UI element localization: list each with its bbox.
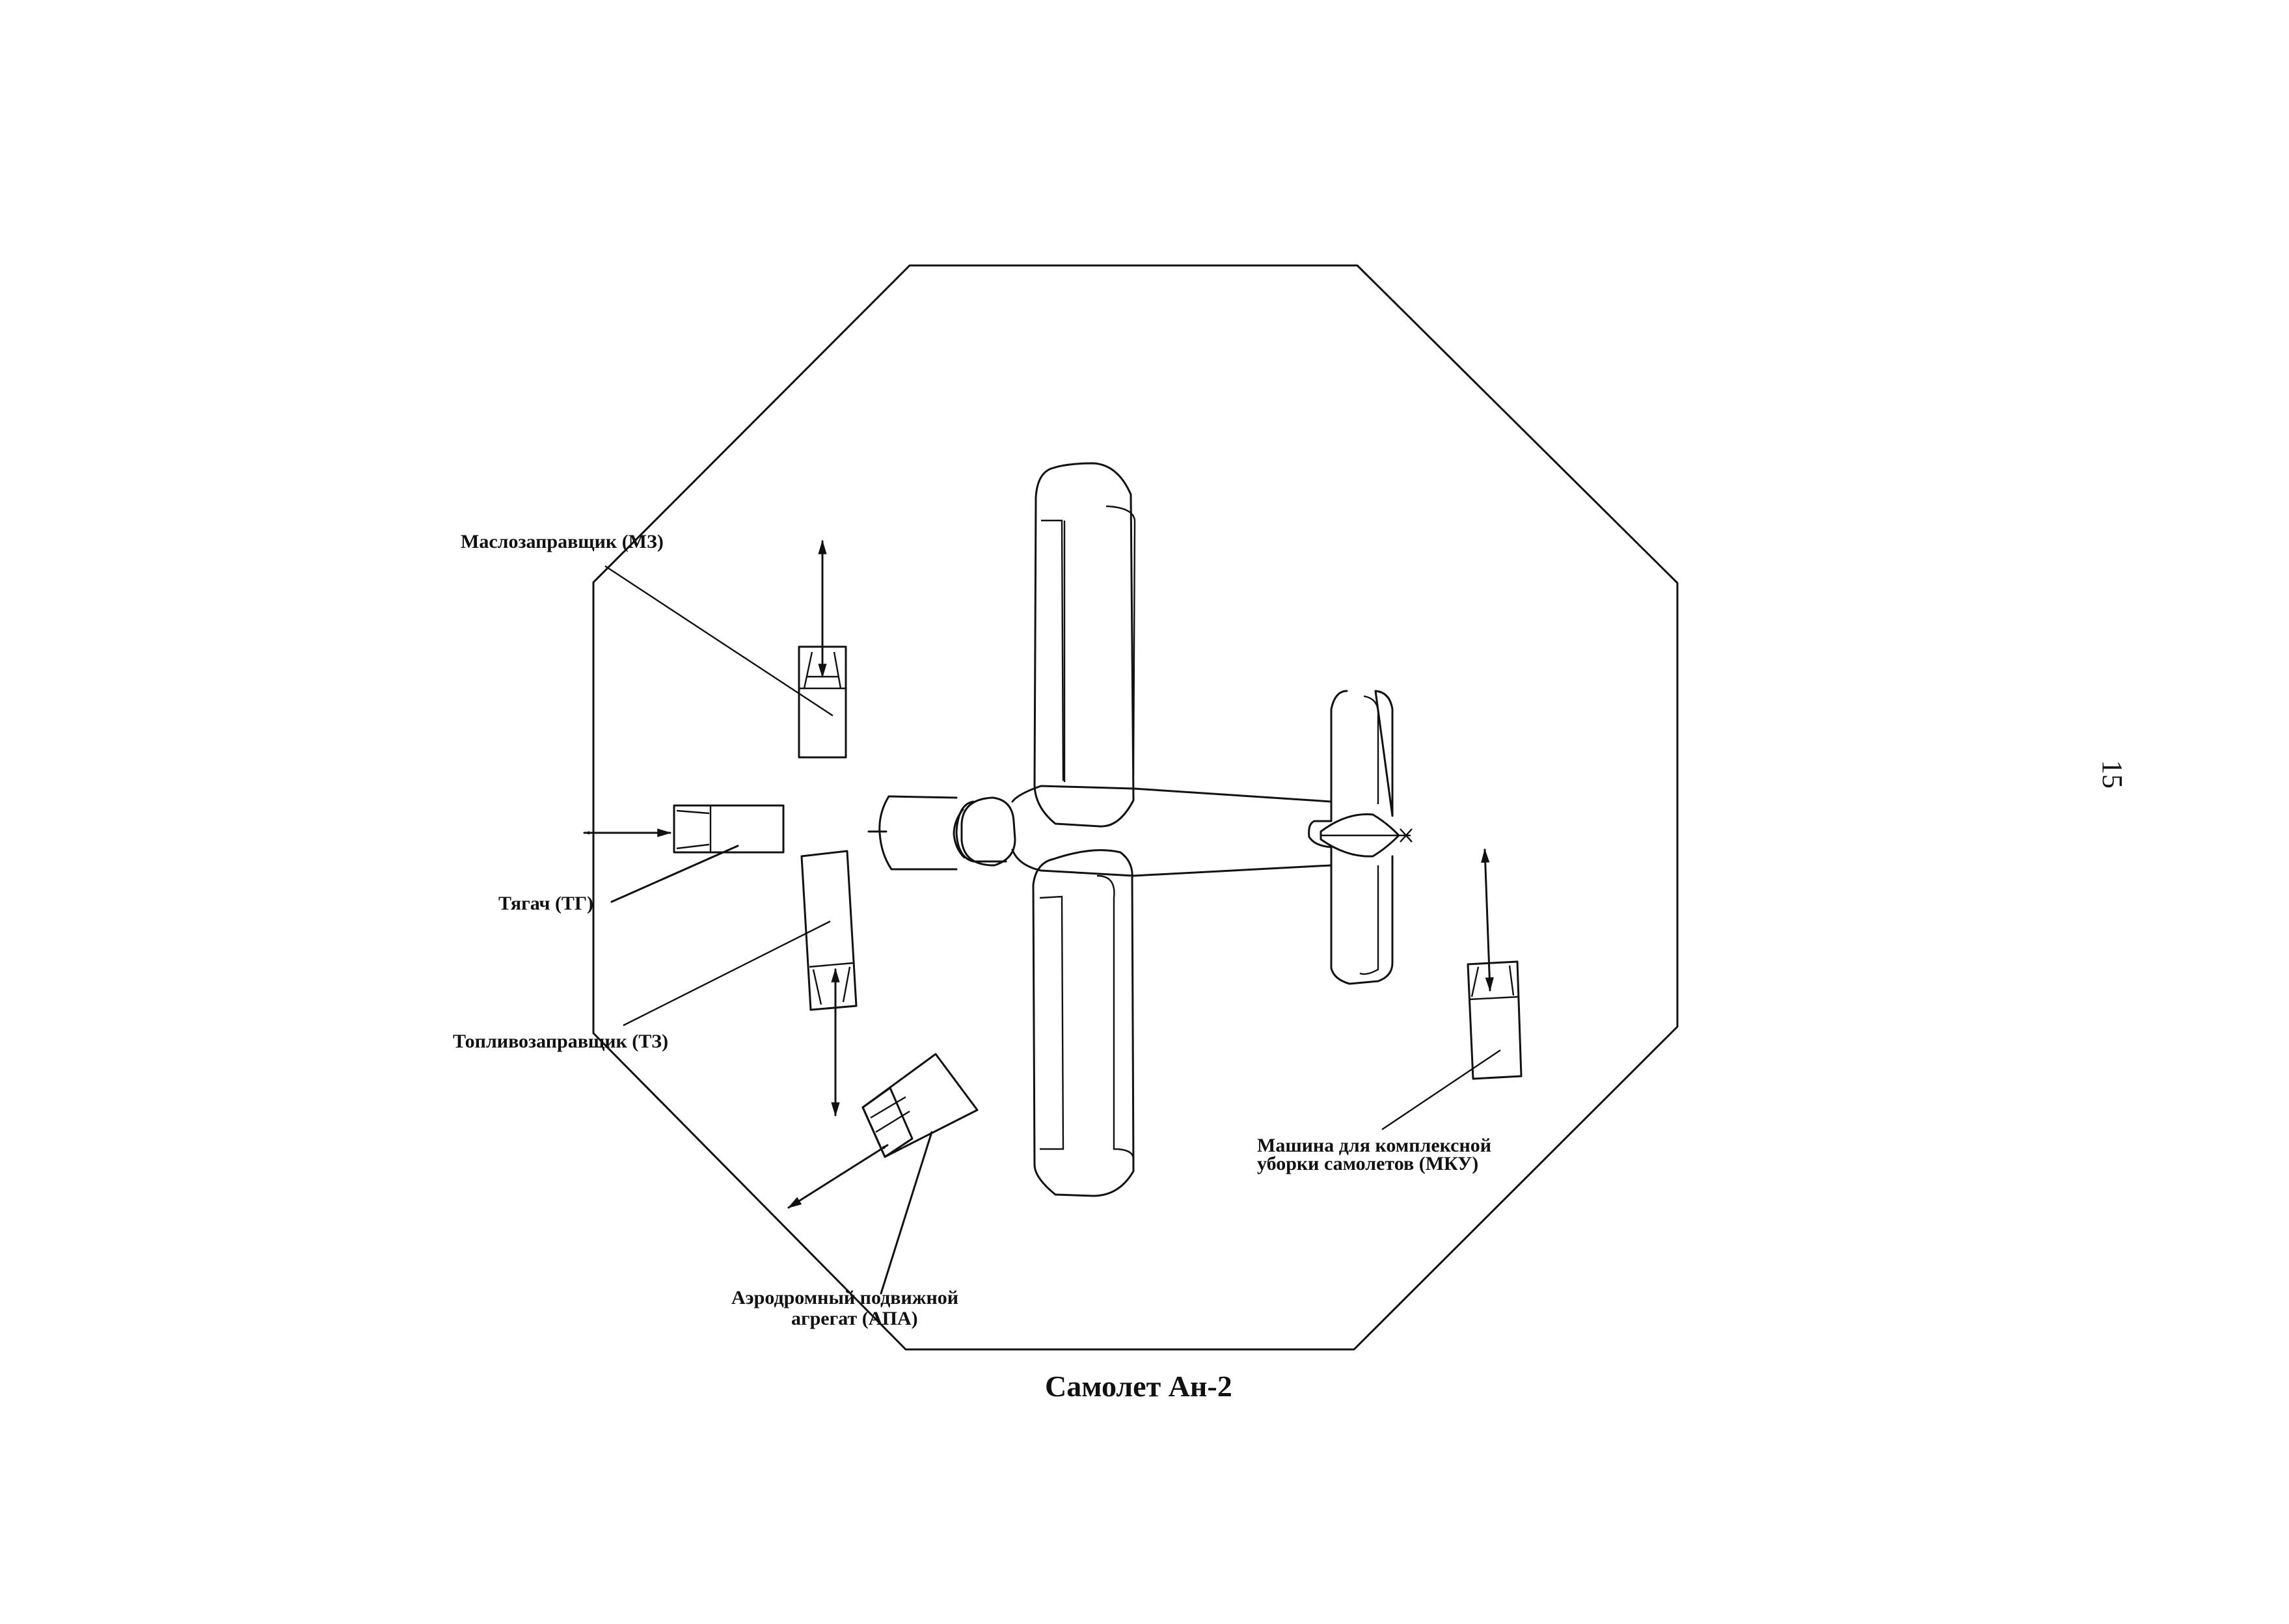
leader-tz (623, 920, 831, 1027)
wing-lower-left (1032, 849, 1135, 1197)
leader-tg (610, 845, 739, 903)
tailplane (1330, 690, 1394, 985)
label-tg: Тягач (ТГ) (498, 893, 593, 914)
vehicle-apa (787, 1053, 979, 1209)
leader-mku (1381, 1049, 1501, 1130)
label-mku-line2: уборки самолетов (МКУ) (1257, 1153, 1478, 1174)
leader-apa (880, 1131, 933, 1295)
vehicle-tz (800, 850, 858, 1117)
fuselage (960, 796, 1016, 867)
label-apa-line2: агрегат (АПА) (791, 1308, 918, 1329)
vehicle-mz (798, 539, 847, 759)
vehicle-mku (1467, 848, 1523, 1080)
label-tz: Топливозаправщик (ТЗ) (453, 1031, 668, 1052)
arrow-apa (787, 1144, 889, 1209)
leader-mz (604, 565, 833, 717)
label-apa-line1: Аэродромный подвижной (731, 1287, 958, 1308)
figure-caption: Самолет Ан-2 (1045, 1370, 1232, 1403)
servicing-area-octagon (592, 264, 1679, 1351)
wing-upper-left (1033, 462, 1135, 828)
page-number: 15 (2096, 760, 2128, 789)
vehicle-tg (583, 804, 785, 854)
label-mku-line1: Машина для комплексной (1257, 1135, 1491, 1156)
arrow-mku (1481, 848, 1494, 992)
label-mz: Маслозаправщик (МЗ) (461, 531, 664, 552)
aircraft-an2 (867, 462, 1413, 1197)
